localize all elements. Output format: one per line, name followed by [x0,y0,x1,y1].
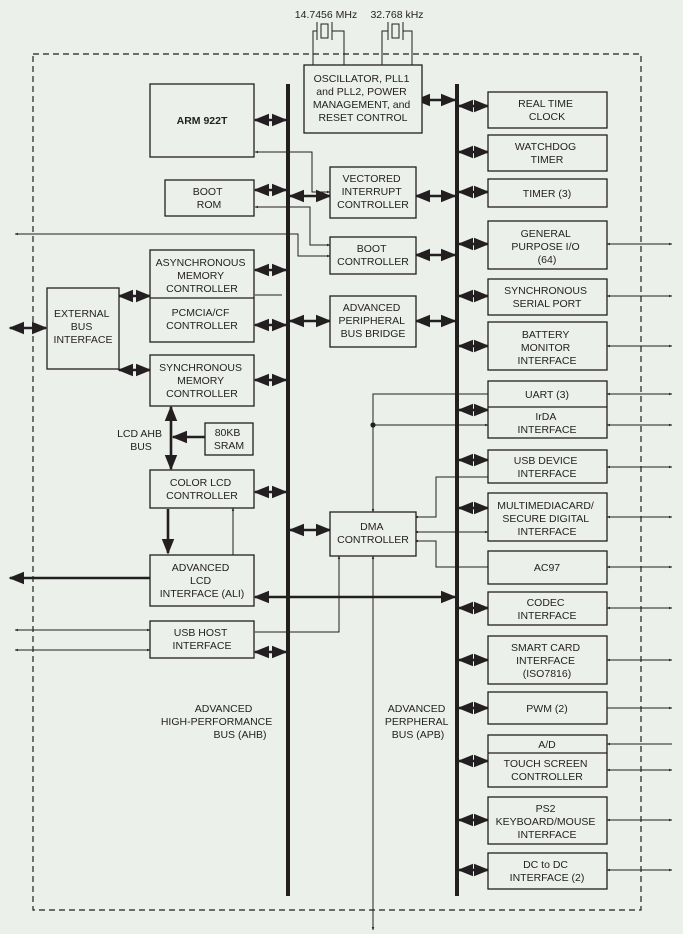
battery-label: BATTERY MONITOR INTERFACE [518,329,577,367]
arm-core-block [149,83,255,158]
chip-boundary [32,53,642,911]
external-bus-label: EXTERNAL BUS INTERFACE [54,308,113,346]
external-bus-block [46,287,120,370]
ssp-block [487,278,608,316]
gpio-block [487,220,608,270]
async-memory-label: ASYNCHRONOUS MEMORY CONTROLLER [156,257,249,295]
ad-touch-block [487,734,608,788]
ps2-block [487,796,608,845]
crystal-1-symbol [312,22,345,65]
usb-device-label: USB DEVICE INTERFACE [514,455,581,480]
smartcard-label: SMART CARD INTERFACE (ISO7816) [511,642,583,680]
ssp-label: SYNCHRONOUS SERIAL PORT [504,285,590,310]
oscillator-label: OSCILLATOR, PLL1 and PLL2, POWER MANAGEM… [313,73,413,124]
bus-connections [8,93,457,659]
uart-label: UART (3) [525,389,569,401]
dma-label: DMA CONTROLLER [337,521,409,546]
usb-host-label: USB HOST INTERFACE [173,627,232,652]
apb-connections [457,99,490,877]
timer-block [487,178,608,208]
async-memory-block [149,249,255,343]
boot-rom-label: BOOT ROM [193,186,225,211]
sync-memory-block [149,354,255,407]
junction-dot [370,422,376,428]
vic-label: VECTORED INTERRUPT CONTROLLER [337,173,409,211]
codec-label: CODEC INTERFACE [518,597,577,622]
gpio-label: GENERAL PURPOSE I/O (64) [511,228,582,266]
sram-label: 80KB SRAM [214,427,244,452]
pcmcia-label: PCMCIA/CF CONTROLLER [166,307,238,332]
ac97-label: AC97 [534,562,560,574]
rtc-label: REAL TIME CLOCK [518,98,576,123]
signal-lines [14,150,489,931]
battery-block [487,321,608,371]
pwm-label: PWM (2) [526,703,567,715]
crystal-2-label: 32.768 kHz [370,9,423,21]
ps2-label: PS2 KEYBOARD/MOUSE INTERFACE [496,803,599,841]
dma-block [329,511,417,557]
boot-controller-block [329,236,417,275]
watchdog-block [487,134,608,172]
crystal-1-label: 14.7456 MHz [295,9,357,21]
sram-block [204,422,254,456]
ac97-block [487,550,608,585]
ahb-bus-label: ADVANCED HIGH-PERFORMANCE BUS (AHB) [161,703,275,741]
color-lcd-label: COLOR LCD CONTROLLER [166,477,238,502]
external-pins [606,242,673,872]
apb-bridge-label: ADVANCED PERIPHERAL BUS BRIDGE [338,302,407,340]
apb-bus-label: ADVANCED PERPHERAL BUS (APB) [385,703,451,741]
ali-label: ADVANCED LCD INTERFACE (ALI) [160,562,245,600]
ad-label: A/D [538,739,556,751]
apb-bridge-block [329,295,417,348]
watchdog-label: WATCHDOG TIMER [515,141,579,166]
uart-irda-block [487,380,608,439]
pwm-block [487,691,608,725]
boot-rom-block [164,179,255,217]
dcdc-block [487,852,608,890]
smartcard-block [487,635,608,685]
codec-block [487,591,608,626]
arm-core-label: ARM 922T [177,115,228,127]
usb-host-block [149,620,255,659]
crystal-2-symbol [381,22,413,65]
sync-memory-label: SYNCHRONOUS MEMORY CONTROLLER [159,362,245,400]
oscillator-block [303,64,423,134]
color-lcd-block [149,469,255,509]
usb-device-block [487,449,608,484]
timer-label: TIMER (3) [523,188,571,200]
mmc-label: MULTIMEDIACARD/ SECURE DIGITAL INTERFACE [497,500,597,538]
mmc-block [487,492,608,542]
rtc-block [487,91,608,129]
vic-block [329,166,417,219]
touch-label: TOUCH SCREEN CONTROLLER [504,758,591,783]
dcdc-label: DC to DC INTERFACE (2) [510,859,585,884]
ali-block [149,554,255,607]
boot-controller-label: BOOT CONTROLLER [337,243,409,268]
lcd-ahb-label: LCD AHB BUS [117,428,165,453]
irda-label: IrDA INTERFACE [518,411,577,436]
